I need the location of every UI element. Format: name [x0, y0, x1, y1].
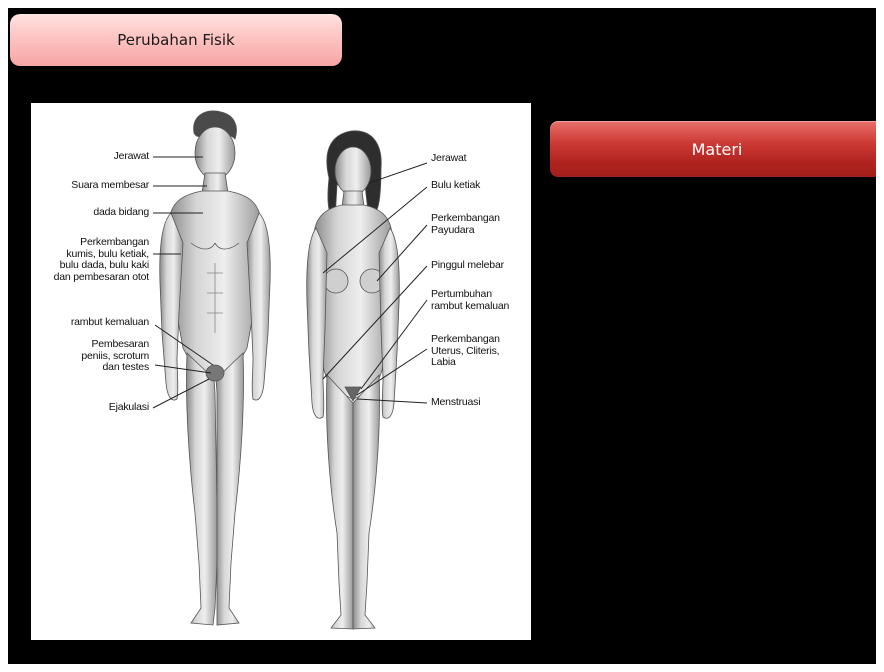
female-label-payudara: Perkembangan Payudara	[431, 213, 500, 236]
male-label-ejakulasi: Ejakulasi	[109, 402, 149, 414]
slide-title: Perubahan Fisik	[117, 31, 234, 49]
female-label-rambut: Pertumbuhan rambut kemaluan	[431, 289, 509, 312]
male-label-pembesaran: Pembesaran peniis, scrotum dan testes	[81, 339, 149, 374]
male-label-suara: Suara membesar	[71, 180, 149, 192]
male-label-dada: dada bidang	[93, 207, 149, 219]
male-label-rambut: rambut kemaluan	[71, 317, 149, 329]
female-label-menstruasi: Menstruasi	[431, 397, 480, 409]
female-label-pinggul: Pinggul melebar	[431, 260, 504, 272]
female-label-bulu: Bulu ketiak	[431, 180, 480, 192]
male-label-kumis: Perkembangan kumis, bulu ketiak, bulu da…	[54, 237, 149, 283]
male-label-jerawat: Jerawat	[114, 151, 149, 163]
materi-button[interactable]: Materi	[550, 121, 884, 177]
anatomy-figure: Jerawat Suara membesar dada bidang Perke…	[31, 103, 531, 640]
slide-title-box: Perubahan Fisik	[10, 14, 342, 66]
female-figure	[307, 131, 400, 629]
female-label-jerawat: Jerawat	[431, 153, 466, 165]
female-label-uterus: Perkembangan Uterus, Cliteris, Labia	[431, 334, 500, 369]
materi-button-label: Materi	[692, 140, 743, 159]
